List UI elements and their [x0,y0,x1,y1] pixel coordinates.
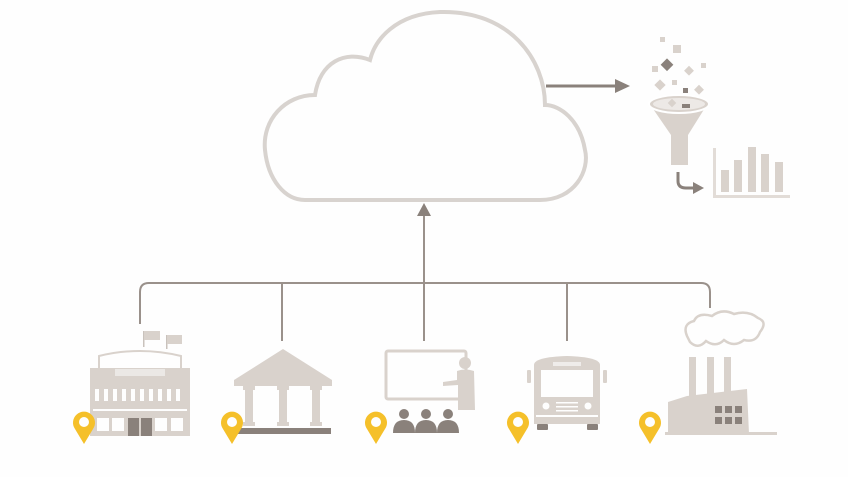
data-particles-icon [652,37,706,95]
institution-icon [234,349,332,434]
arrow-to-analytics [546,79,630,93]
factory-icon [665,310,777,435]
location-pins [73,411,661,444]
city-hall-icon [90,331,190,436]
connector-lines [139,214,711,341]
location-pin-icon [507,411,529,444]
arrow-to-cloud [417,203,431,216]
cloud-icon [262,9,588,202]
classroom-icon [384,349,475,433]
location-pin-icon [365,411,387,444]
bar-chart-icon [713,147,790,198]
arrow-to-chart [676,172,704,194]
location-pin-icon [639,411,661,444]
location-pin-icon [73,411,95,444]
location-pin-icon [221,411,243,444]
data-funnel-icon [648,94,710,165]
bus-icon [527,356,607,430]
